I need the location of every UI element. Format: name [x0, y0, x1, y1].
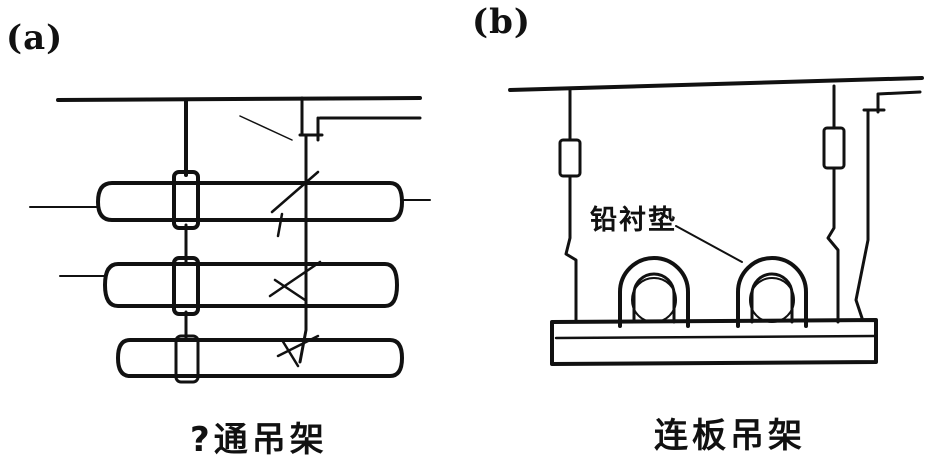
lead-lining-callout: 铅衬垫 [590, 205, 677, 236]
hanger-rod-right-a [298, 96, 422, 364]
panel-a-caption: ?通吊架 [190, 420, 328, 460]
pipe-middle-a [103, 262, 399, 308]
callout-leader-b [675, 225, 743, 263]
outer-rod-b [854, 90, 922, 320]
ceiling-line-b [508, 76, 924, 92]
clamp-lower-a [174, 334, 200, 384]
turnbuckle-left-b [558, 138, 582, 178]
panel-a-label: (a) [6, 18, 64, 58]
panel-b-caption: 连板吊架 [654, 416, 806, 456]
leader-line-a [239, 115, 293, 141]
hanger-rod-right-b [826, 84, 840, 324]
pipe-upper-a [96, 181, 404, 222]
pipe-lower-a [116, 338, 404, 378]
ceiling-line-a [56, 96, 422, 102]
connecting-plate-b [550, 318, 878, 366]
panel-b-label: (b) [472, 2, 531, 42]
pipe-loop-right-b [736, 256, 808, 328]
hanger-rod-left-b [564, 88, 578, 324]
turnbuckle-right-b [822, 126, 846, 170]
panel-a-drawing [29, 96, 431, 384]
clamp-upper-a [172, 170, 200, 230]
pipe-loop-left-b [618, 256, 690, 328]
panel-b-drawing [508, 76, 924, 366]
clamp-middle-a [172, 256, 200, 316]
